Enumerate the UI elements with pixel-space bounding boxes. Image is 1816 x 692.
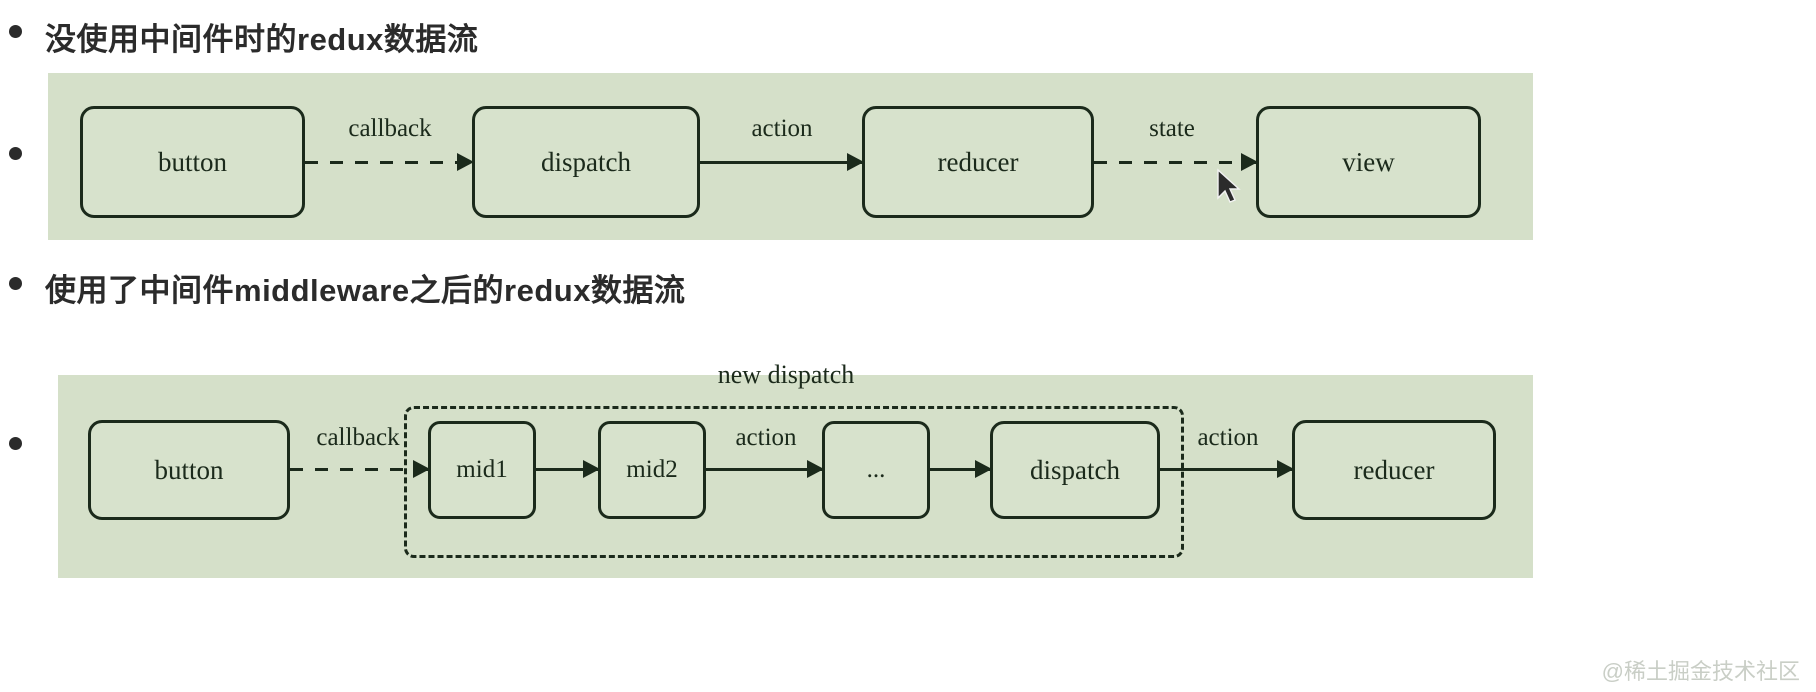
node-label: reducer — [937, 146, 1019, 177]
node-label: mid1 — [456, 456, 508, 483]
node-dispatch-2: dispatch — [990, 421, 1160, 519]
edge-line — [1160, 468, 1292, 471]
node-label: ... — [866, 456, 886, 483]
node-view-1: view — [1256, 106, 1481, 218]
node-reducer-1: reducer — [862, 106, 1094, 218]
page-title-section-1: 没使用中间件时的redux数据流 — [45, 22, 479, 57]
node-dispatch-1: dispatch — [472, 106, 700, 218]
edge-button-to-mid1 — [290, 460, 430, 478]
node-label: button — [157, 146, 227, 177]
node-label: view — [1342, 146, 1395, 177]
node-button-2: button — [88, 420, 290, 520]
arrowhead-icon — [807, 460, 824, 478]
group-new-dispatch — [404, 406, 1184, 558]
group-label-new-dispatch: new dispatch — [717, 360, 855, 389]
arrowhead-icon — [847, 153, 864, 171]
edge-line — [305, 161, 472, 164]
edge-dispatch-to-reducer-2 — [1160, 460, 1294, 478]
edge-line — [1094, 161, 1256, 164]
edge-mid2-to-ellipsis — [706, 460, 824, 478]
edge-label-action-2: action — [735, 424, 797, 451]
bullet-marker-heading-1 — [9, 25, 22, 38]
arrowhead-icon — [413, 460, 430, 478]
node-label: mid2 — [626, 456, 678, 483]
node-label: dispatch — [541, 146, 631, 177]
watermark: @稀土掘金技术社区 — [1601, 659, 1800, 684]
node-label: dispatch — [1030, 454, 1120, 485]
arrowhead-icon — [975, 460, 992, 478]
edge-line — [700, 161, 862, 164]
bullet-marker-diagram-2 — [9, 437, 22, 450]
edge-mid1-to-mid2 — [536, 460, 600, 478]
arrowhead-icon — [1277, 460, 1294, 478]
page-title-section-2: 使用了中间件middleware之后的redux数据流 — [45, 273, 686, 308]
node-label: reducer — [1353, 454, 1435, 485]
node-mid1: mid1 — [428, 421, 536, 519]
edge-label-callback-1: callback — [348, 115, 432, 142]
edge-line — [536, 468, 598, 471]
edge-label-callback-2: callback — [316, 424, 400, 451]
edge-dispatch-to-reducer — [700, 153, 864, 171]
node-reducer-2: reducer — [1292, 420, 1496, 520]
arrowhead-icon — [1241, 153, 1258, 171]
edge-ellipsis-to-dispatch — [930, 460, 992, 478]
node-button-1: button — [80, 106, 305, 218]
node-mid2: mid2 — [598, 421, 706, 519]
edge-line — [290, 468, 428, 471]
edge-label-state-1: state — [1149, 115, 1195, 142]
edge-line — [930, 468, 990, 471]
bullet-marker-heading-2 — [9, 277, 22, 290]
edge-button-to-dispatch — [305, 153, 474, 171]
edge-label-action-1: action — [751, 115, 813, 142]
arrowhead-icon — [583, 460, 600, 478]
node-ellipsis: ... — [822, 421, 930, 519]
node-label: button — [154, 454, 224, 485]
edge-line — [706, 468, 822, 471]
arrowhead-icon — [457, 153, 474, 171]
edge-label-action-3: action — [1197, 424, 1259, 451]
edge-reducer-to-view — [1094, 153, 1258, 171]
bullet-marker-diagram-1 — [9, 147, 22, 160]
